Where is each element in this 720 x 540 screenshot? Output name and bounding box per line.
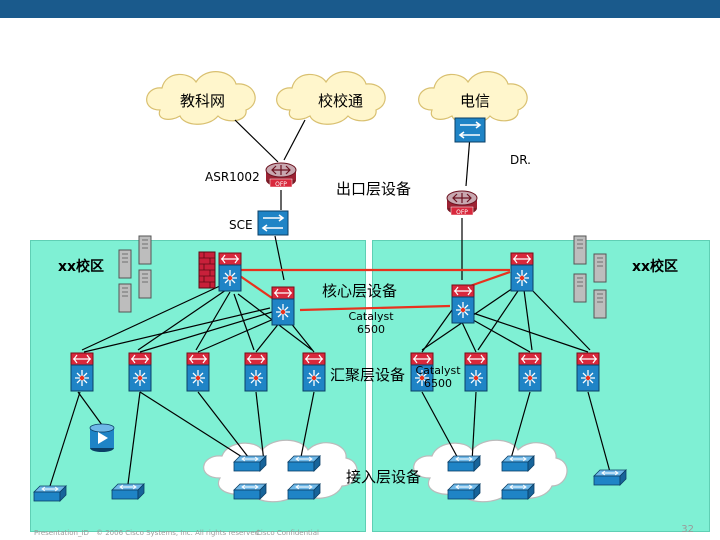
- aggregation-switch-7: [464, 352, 488, 392]
- catalyst-aggregation-name: Catalyst: [415, 364, 461, 377]
- cloud-label-dianxin: 电信: [460, 92, 491, 110]
- access-switch: [233, 483, 267, 500]
- access-switch: [287, 455, 321, 472]
- server-icon: [593, 253, 607, 283]
- core-switch-left-a: [218, 252, 242, 292]
- access-switch: [33, 485, 67, 502]
- access-switch: [501, 455, 535, 472]
- aggregation-switch-4: [244, 352, 268, 392]
- server-icon: [138, 235, 152, 265]
- catalyst-core-name: Catalyst: [348, 310, 394, 323]
- server-icon: [573, 273, 587, 303]
- server-icon: [118, 249, 132, 279]
- access-switch: [447, 483, 481, 500]
- cloud-xiaoxiaotong: [276, 71, 386, 125]
- access-switch: [287, 483, 321, 500]
- server-icon: [138, 269, 152, 299]
- catalyst-core-model: 6500: [357, 323, 385, 336]
- asr1002-label: ASR1002: [205, 170, 260, 184]
- aggregation-switch-9: [576, 352, 600, 392]
- catalyst-core-label: Catalyst 6500: [346, 310, 396, 336]
- dr-label: DR.: [510, 153, 531, 167]
- sce-device-icon: [257, 210, 289, 236]
- cloud-jiaokewang: [146, 71, 256, 125]
- aggregation-switch-3: [186, 352, 210, 392]
- server-icon: [573, 235, 587, 265]
- core-switch-right-b: [451, 284, 475, 324]
- cloud-dianxin: [418, 71, 528, 125]
- sce-label: SCE: [229, 218, 253, 232]
- access-switch: [447, 455, 481, 472]
- cloud-label-xiaoxiaotong: 校校通: [318, 92, 364, 110]
- aggregation-switch-5: [302, 352, 326, 392]
- firewall-icon: [198, 251, 216, 289]
- telecom-switch-icon: [454, 117, 486, 143]
- cloud-label-jiaokewang: 教科网: [180, 92, 226, 110]
- cloud-access-left: [203, 439, 358, 503]
- ofp-label-right: OFP: [456, 209, 468, 216]
- page-number: 32: [681, 524, 694, 535]
- footer-copyright: © 2006 Cisco Systems, Inc. All rights re…: [96, 529, 262, 537]
- aggregation-switch-8: [518, 352, 542, 392]
- server-icon: [118, 283, 132, 313]
- right-zone-label: xx校区: [632, 259, 679, 275]
- media-server-icon: [89, 423, 115, 452]
- core-layer-label: 核心层设备: [322, 282, 398, 300]
- footer-confidential: Cisco Confidential: [256, 529, 319, 537]
- egress-links: [234, 119, 471, 281]
- core-switch-right-a: [510, 252, 534, 292]
- egress-layer-label: 出口层设备: [336, 180, 412, 198]
- catalyst-aggregation-model: 6500: [424, 377, 452, 390]
- top-banner: [0, 0, 720, 18]
- footer-presentation-id: Presentation_ID: [34, 529, 89, 537]
- ofp-label-left: OFP: [275, 181, 287, 188]
- access-switch: [233, 455, 267, 472]
- server-icon: [593, 289, 607, 319]
- cloud-access-right: [413, 439, 568, 503]
- aggregation-layer-label: 汇聚层设备: [330, 366, 406, 384]
- core-switch-left-b: [271, 286, 295, 326]
- aggregation-switch-2: [128, 352, 152, 392]
- left-zone-label: xx校区: [58, 259, 105, 275]
- access-layer-label: 接入层设备: [346, 468, 422, 486]
- aggregation-switch-1: [70, 352, 94, 392]
- access-switch: [501, 483, 535, 500]
- access-switch: [111, 483, 145, 500]
- catalyst-aggregation-label: Catalyst 6500: [412, 364, 464, 390]
- access-switch: [593, 469, 627, 486]
- core-links: [239, 268, 511, 312]
